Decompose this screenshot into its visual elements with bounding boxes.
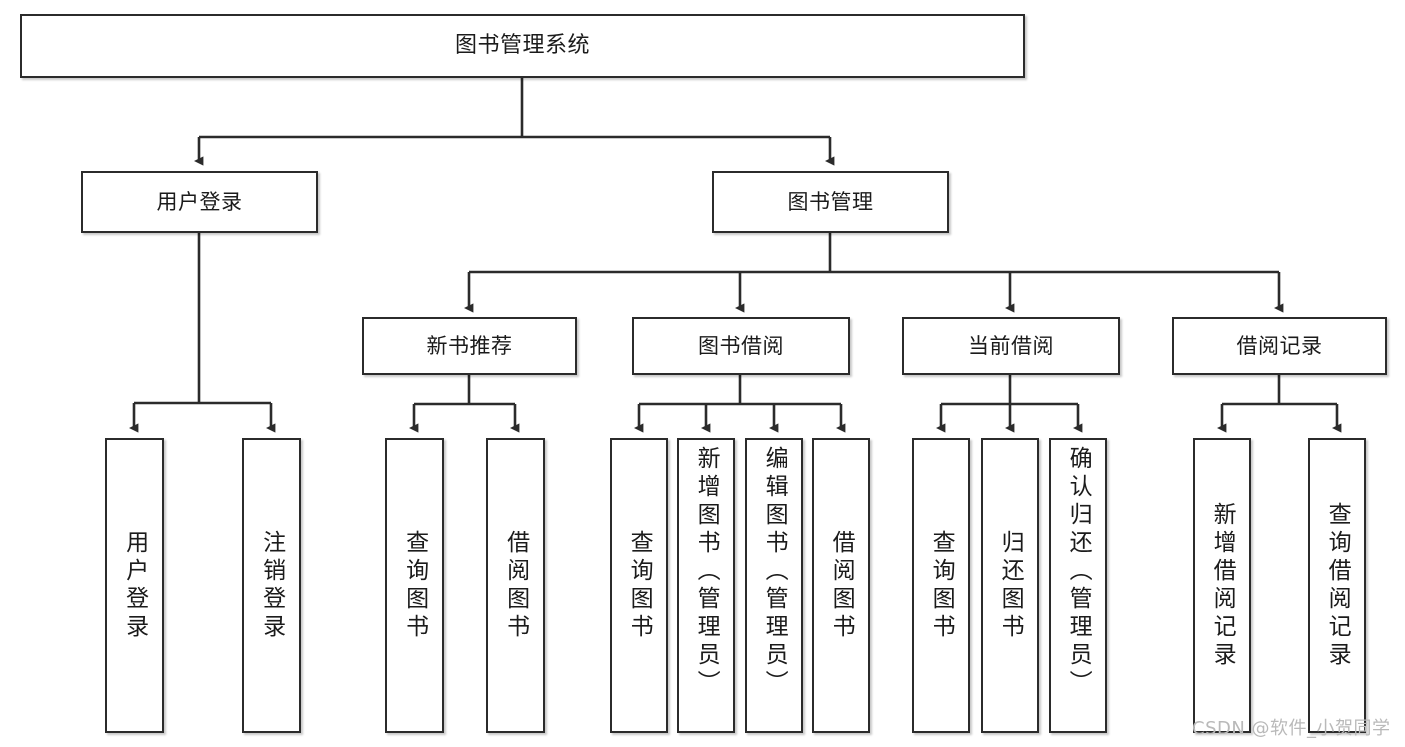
node-label: 图书借阅 xyxy=(698,333,784,358)
leaf-query-book-3[interactable]: 查询图书 xyxy=(912,438,970,733)
node-book-borrow[interactable]: 图书借阅 xyxy=(632,317,850,375)
node-label: 归还图书 xyxy=(997,529,1024,642)
leaf-return-book[interactable]: 归还图书 xyxy=(981,438,1039,733)
node-label: 图书管理 xyxy=(787,189,874,214)
leaf-query-record[interactable]: 查询借阅记录 xyxy=(1308,438,1366,733)
node-label: 查询借阅记录 xyxy=(1324,501,1351,670)
node-label: 用户登录 xyxy=(121,529,148,642)
node-user-login[interactable]: 用户登录 xyxy=(81,171,318,233)
node-label: 编辑图书（管理员） xyxy=(761,446,788,698)
leaf-logout-login[interactable]: 注销登录 xyxy=(242,438,301,733)
node-label: 当前借阅 xyxy=(968,333,1054,358)
node-label: 查询图书 xyxy=(401,529,428,642)
leaf-query-book-2[interactable]: 查询图书 xyxy=(610,438,668,733)
node-label: 查询图书 xyxy=(626,529,653,642)
leaf-confirm-return[interactable]: 确认归还（管理员） xyxy=(1049,438,1107,733)
leaf-add-book[interactable]: 新增图书（管理员） xyxy=(677,438,735,733)
node-label: 新增图书（管理员） xyxy=(693,446,720,698)
leaf-user-login[interactable]: 用户登录 xyxy=(105,438,164,733)
node-label: 新增借阅记录 xyxy=(1209,501,1236,670)
node-current-borrow[interactable]: 当前借阅 xyxy=(902,317,1120,375)
node-new-book-recommend[interactable]: 新书推荐 xyxy=(362,317,577,375)
node-label: 查询图书 xyxy=(928,529,955,642)
node-label: 借阅图书 xyxy=(828,529,855,642)
leaf-borrow-book-2[interactable]: 借阅图书 xyxy=(812,438,870,733)
node-root-system[interactable]: 图书管理系统 xyxy=(20,14,1025,78)
node-book-manage[interactable]: 图书管理 xyxy=(712,171,949,233)
node-label: 新书推荐 xyxy=(426,333,513,358)
node-label: 图书管理系统 xyxy=(454,33,590,59)
node-label: 确认归还（管理员） xyxy=(1065,446,1092,698)
leaf-edit-book[interactable]: 编辑图书（管理员） xyxy=(745,438,803,733)
node-label: 用户登录 xyxy=(156,189,243,214)
leaf-borrow-book-1[interactable]: 借阅图书 xyxy=(486,438,545,733)
node-label: 借阅记录 xyxy=(1236,333,1323,358)
leaf-add-record[interactable]: 新增借阅记录 xyxy=(1193,438,1251,733)
leaf-query-book-1[interactable]: 查询图书 xyxy=(385,438,444,733)
node-label: 借阅图书 xyxy=(502,529,529,642)
node-label: 注销登录 xyxy=(258,529,285,642)
node-borrow-record[interactable]: 借阅记录 xyxy=(1172,317,1387,375)
